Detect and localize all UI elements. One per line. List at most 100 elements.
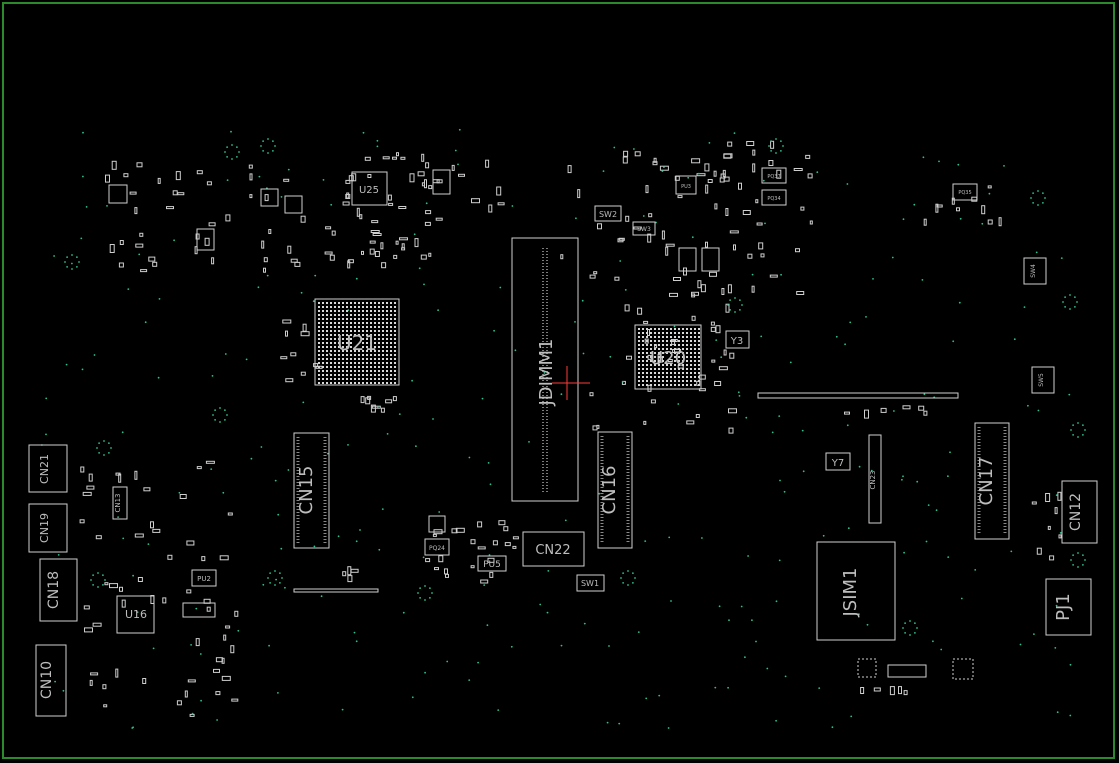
bga-ball	[378, 338, 380, 340]
smd-component	[728, 408, 737, 414]
bga-ball	[382, 310, 384, 312]
connector-jsim1[interactable]: JSIM1	[816, 541, 896, 641]
connector-cn21[interactable]: CN21	[28, 444, 68, 493]
via	[667, 727, 670, 729]
connector-pj1[interactable]: PJ1	[1045, 578, 1092, 636]
smd-component	[86, 485, 95, 490]
switch-sw2[interactable]: SW2	[594, 205, 622, 222]
via-ring	[267, 138, 269, 140]
bga-ball	[370, 362, 372, 364]
switch-sw4[interactable]: SW4	[1023, 257, 1047, 285]
switch-sw5[interactable]: SW5	[1031, 366, 1055, 394]
switch-sw1[interactable]: SW1	[576, 574, 605, 592]
bga-ball	[654, 356, 656, 358]
bga-ball	[370, 330, 372, 332]
connector-cn12[interactable]: CN12	[1061, 480, 1098, 544]
via	[575, 217, 577, 220]
via	[489, 483, 492, 486]
bga-ball	[642, 360, 644, 362]
bga-ball	[326, 322, 328, 324]
via-ring	[1077, 552, 1079, 554]
bga-ball	[354, 330, 356, 332]
bga-ball	[326, 382, 328, 384]
bga-u21[interactable]: U21	[314, 298, 400, 386]
part-pq37[interactable]: PQ37	[761, 167, 787, 184]
bga-ball	[334, 322, 336, 324]
crystal-y7[interactable]: Y7	[825, 452, 851, 471]
via	[446, 660, 449, 663]
bga-ball	[318, 322, 320, 324]
bga-ball	[690, 336, 692, 338]
smd-component	[707, 179, 713, 183]
via	[468, 679, 471, 681]
connector-cn16[interactable]: CN16	[597, 431, 633, 549]
bga-ball	[674, 376, 676, 378]
bga-ball	[698, 332, 700, 334]
smd-component	[592, 425, 598, 431]
connector-cn13[interactable]: CN13	[112, 486, 128, 520]
connector-cn22[interactable]: CN22	[522, 531, 585, 567]
bga-ball	[370, 370, 372, 372]
bga-ball	[658, 372, 660, 374]
via-ring	[739, 299, 741, 301]
bga-ball	[654, 328, 656, 330]
smd-component	[167, 554, 173, 560]
bga-ball	[686, 356, 688, 358]
part-sq-near-cn22	[428, 515, 446, 533]
bga-ball	[662, 340, 664, 342]
smd-component	[223, 634, 227, 641]
bga-ball	[326, 378, 328, 380]
crystal-y3[interactable]: Y3	[725, 330, 750, 349]
bga-ball	[378, 358, 380, 360]
ic-u25[interactable]: U25	[351, 171, 388, 206]
connector-jdimm1[interactable]: JDIMM1	[511, 237, 590, 502]
connector-cn17[interactable]: CN17	[974, 422, 1010, 540]
bga-ball	[666, 364, 668, 366]
via	[1059, 532, 1062, 534]
part-pq35[interactable]: PQ35	[952, 183, 978, 201]
label-pq37: PQ37	[767, 174, 780, 180]
connector-cn18[interactable]: CN18	[39, 558, 78, 622]
bga-ball	[642, 336, 644, 338]
via	[581, 299, 584, 302]
part-pu5[interactable]: PU5	[477, 555, 507, 572]
bga-ball	[394, 366, 396, 368]
ic-u16[interactable]: U16	[116, 595, 155, 634]
via	[45, 397, 48, 400]
bga-u20[interactable]: U20	[634, 324, 702, 390]
connector-cn15[interactable]: CN15	[293, 432, 330, 549]
via	[658, 694, 661, 697]
via	[913, 203, 916, 206]
connector-cn19[interactable]: CN19	[28, 503, 68, 553]
smd-component	[477, 546, 486, 550]
part-pu2[interactable]: PU2	[191, 569, 217, 587]
bga-ball	[694, 356, 696, 358]
part-pu3[interactable]: PU3	[675, 175, 697, 195]
via	[1013, 338, 1016, 341]
bga-ball	[346, 302, 348, 304]
switch-sw3[interactable]: SW3	[632, 221, 656, 236]
smd-component	[1057, 491, 1062, 501]
via	[280, 196, 283, 198]
via	[511, 205, 514, 207]
connector-cn23[interactable]: CN23	[868, 434, 882, 524]
part-pq34[interactable]: PQ34	[761, 189, 787, 206]
bga-ball	[694, 368, 696, 370]
bga-ball	[670, 348, 672, 350]
bga-ball	[378, 366, 380, 368]
bga-ball	[338, 302, 340, 304]
bga-ball	[354, 362, 356, 364]
label-u21: U21	[337, 331, 377, 355]
smd-component	[290, 258, 298, 263]
bga-ball	[326, 330, 328, 332]
smd-component	[261, 240, 265, 249]
bga-ball	[346, 334, 348, 336]
bga-ball	[338, 374, 340, 376]
part-pq24[interactable]: PQ24	[424, 538, 450, 556]
bga-ball	[690, 344, 692, 346]
bga-ball	[330, 350, 332, 352]
via-ring	[1042, 202, 1044, 204]
connector-cn10[interactable]: CN10	[35, 644, 67, 717]
